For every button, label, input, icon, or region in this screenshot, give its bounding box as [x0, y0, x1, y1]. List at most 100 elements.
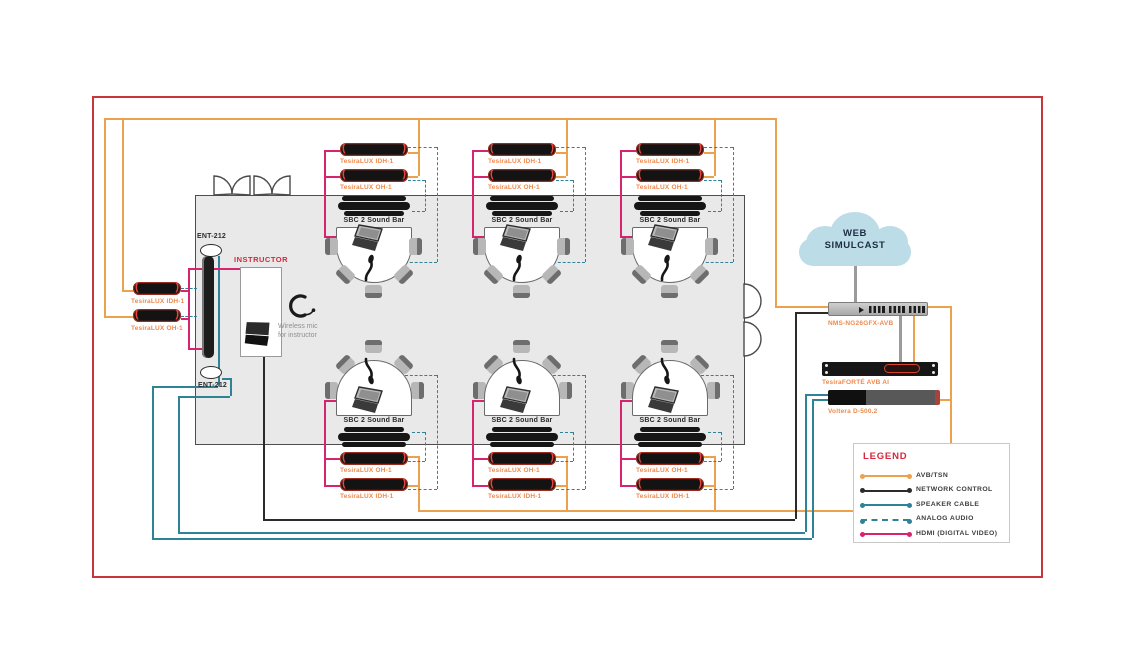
- wire-speaker-cable: [152, 386, 218, 388]
- table-cluster: SBC 2 Sound BarTesiraLUX OH-1TesiraLUX I…: [447, 338, 597, 503]
- wire-avb: [775, 118, 777, 306]
- wire-avb: [704, 485, 714, 487]
- legend-line-dot: [860, 531, 865, 537]
- legend-item-label: SPEAKER CABLE: [916, 500, 980, 508]
- wire-avb: [928, 306, 950, 308]
- soundbar-label: SBC 2 Sound Bar: [491, 217, 553, 224]
- ent-speaker-icon: [200, 244, 222, 257]
- network-switch-device: [828, 302, 928, 316]
- wire-analog-audio: [573, 180, 574, 211]
- wire-network-link: [899, 316, 902, 362]
- soundbar-label: SBC 2 Sound Bar: [491, 417, 553, 424]
- rack-screw: [932, 364, 935, 367]
- soundbar-device: [338, 202, 410, 210]
- wire-analog-audio: [585, 375, 586, 489]
- double-door-icon: [253, 175, 291, 196]
- wire-hdmi: [620, 176, 636, 178]
- legend-title: LEGEND: [863, 451, 908, 462]
- laptop-icon: [352, 224, 383, 251]
- device-label: TesiraLUX OH-1: [340, 467, 392, 474]
- dsp-front-panel: [884, 364, 920, 373]
- switch-label: NMS-NG26GFX-AVB: [828, 320, 894, 327]
- wire-analog-audio: [733, 375, 734, 489]
- wire-speaker-cable: [152, 386, 154, 538]
- wire-hdmi: [324, 150, 340, 152]
- chair-icon: [325, 238, 338, 255]
- wire-analog-audio: [708, 211, 721, 212]
- chair-icon: [513, 340, 530, 353]
- wire-avb: [122, 290, 133, 292]
- gooseneck-mic-icon: [512, 254, 522, 282]
- wire-hdmi: [324, 150, 326, 236]
- soundbar-device: [492, 211, 552, 216]
- chair-icon: [559, 382, 572, 399]
- amplifier-label: Voltera D-500.2: [828, 408, 878, 415]
- legend-line-sample: [860, 502, 912, 508]
- soundbar-device: [490, 442, 554, 447]
- wire-analog-audio: [425, 180, 426, 211]
- wire-avb: [408, 152, 418, 154]
- wire-analog-audio: [556, 461, 573, 462]
- gooseneck-mic-icon: [364, 254, 374, 282]
- wire-analog-audio: [721, 432, 722, 461]
- legend-item: AVB/TSN: [854, 469, 1011, 483]
- soundbar-device: [338, 433, 410, 441]
- switch-ports: [909, 306, 925, 313]
- tesiralux-oh-device: [133, 308, 181, 322]
- wire-analog-audio: [704, 461, 721, 462]
- wire-hdmi: [620, 485, 636, 487]
- wire-speaker-cable: [178, 396, 230, 398]
- soundbar-device: [344, 211, 404, 216]
- chair-icon: [365, 285, 382, 298]
- tesiralux-idh-device: [636, 142, 704, 156]
- amplifier-device: [828, 390, 940, 405]
- wire-speaker-cable: [178, 396, 180, 532]
- device-label: TesiraLUX OH-1: [488, 467, 540, 474]
- dsp-device: [822, 362, 938, 376]
- legend-line-dot: [907, 488, 912, 493]
- soundbar-device: [634, 433, 706, 441]
- wire-speaker-cable: [218, 256, 220, 386]
- legend-line-dot: [907, 519, 912, 524]
- web-simulcast-label: WEB SIMULCAST: [824, 228, 886, 251]
- ent-speaker-label: ENT-212: [197, 233, 227, 240]
- wall-scallop-icon: [743, 283, 762, 319]
- soundbar-device: [634, 202, 706, 210]
- instructor-label: INSTRUCTOR: [234, 255, 289, 264]
- legend-item: SPEAKER CABLE: [854, 498, 1011, 512]
- wire-avb: [913, 316, 915, 362]
- wire-avb: [104, 118, 106, 316]
- chair-icon: [513, 285, 530, 298]
- legend-line-sample: [860, 531, 912, 537]
- chair-icon: [705, 238, 718, 255]
- wire-avb: [556, 485, 566, 487]
- wire-hdmi: [620, 150, 622, 236]
- wire-avb: [104, 316, 133, 318]
- chair-icon: [621, 238, 634, 255]
- tesiralux-idh-device: [340, 477, 408, 491]
- legend-line-dot: [907, 502, 912, 508]
- tesiralux-idh-device: [636, 477, 704, 491]
- wire-hdmi: [472, 458, 488, 460]
- legend-item: HDMI (DIGITAL VIDEO): [854, 527, 1011, 541]
- wire-analog-audio: [560, 432, 573, 433]
- wire-avb: [775, 306, 828, 308]
- tesiralux-idh-device: [133, 281, 181, 295]
- dsp-label: TesiraFORTÉ AVB AI: [822, 379, 890, 386]
- chair-icon: [409, 238, 422, 255]
- wire-avb: [418, 510, 950, 512]
- wire-hdmi: [472, 485, 488, 487]
- legend-item: NETWORK CONTROL: [854, 484, 1011, 498]
- wire-analog-audio: [376, 375, 437, 376]
- soundbar-label: SBC 2 Sound Bar: [639, 217, 701, 224]
- ent-speaker-label: ENT-212: [198, 382, 228, 389]
- laptop-icon: [648, 386, 679, 413]
- soundbar-device: [342, 196, 406, 201]
- wire-avb: [714, 456, 716, 510]
- device-label: TesiraLUX IDH-1: [488, 493, 542, 500]
- wire-analog-audio: [425, 432, 426, 461]
- chair-icon: [661, 285, 678, 298]
- legend-item-label: HDMI (DIGITAL VIDEO): [916, 529, 998, 537]
